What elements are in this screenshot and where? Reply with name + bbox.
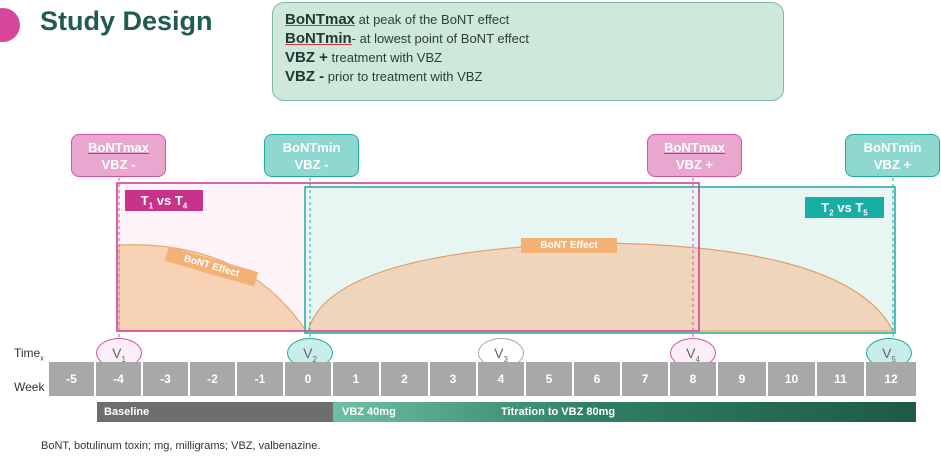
week-cell: 10 (768, 362, 817, 396)
week-cell: 5 (526, 362, 574, 396)
definition-text: - at lowest point of BoNT effect (351, 31, 529, 46)
definition-text: at peak of the BoNT effect (355, 12, 510, 27)
footnote: BoNT, botulinum toxin; mg, milligrams; V… (41, 440, 321, 452)
comparison-text: T (140, 193, 149, 208)
tag-line: VBZ - (101, 157, 136, 172)
comparison-sub: 4 (182, 201, 188, 211)
week-cell: 3 (430, 362, 478, 396)
visit-number: 3 (503, 354, 508, 364)
comparison-frame-pink (116, 182, 700, 332)
comparison-text: vs T (153, 193, 183, 208)
comparison-t2-vs-t5: T2 vs T5 (805, 197, 884, 218)
week-cell: -5 (49, 362, 96, 396)
visit-letter: V (494, 345, 504, 361)
baseline-phase-bar: Baseline (97, 402, 333, 422)
week-cell: 4 (478, 362, 526, 396)
week-cell: -2 (190, 362, 237, 396)
week-row-label: Week (14, 380, 45, 394)
comparison-sub: 5 (863, 208, 868, 218)
tag-line: VBZ + (675, 157, 714, 172)
definition-term: BoNTmax (285, 11, 356, 28)
titration-label: Titration to VBZ 80mg (501, 406, 616, 418)
week-cell: -1 (237, 362, 285, 396)
week-cell: -4 (96, 362, 143, 396)
visit-number: 1 (121, 354, 126, 364)
week-cell: 6 (574, 362, 622, 396)
visit-number: 5 (891, 354, 896, 364)
comparison-frame-teal (304, 186, 896, 334)
week-cell: 1 (333, 362, 381, 396)
tag-line: BoNTmax (88, 140, 149, 155)
comparison-text: T (821, 200, 830, 215)
definitions-box: BoNTmax at peak of the BoNT effect BoNTm… (272, 2, 784, 101)
comparison-text: vs T (833, 200, 864, 215)
visit-number: 4 (695, 354, 700, 364)
week-cell: 12 (866, 362, 916, 396)
visit-letter: V (882, 345, 892, 361)
visit-letter: V (686, 345, 696, 361)
definition-term: BoNTmin (285, 30, 352, 47)
week-cell: 7 (622, 362, 670, 396)
visit-letter: V (303, 345, 313, 361)
week-cell: 8 (670, 362, 718, 396)
visit-number: 2 (312, 354, 317, 364)
definition-vbz-plus: VBZ + treatment with VBZ (285, 48, 771, 67)
definition-text: treatment with VBZ (327, 50, 443, 65)
definition-bontmax: BoNTmax at peak of the BoNT effect (285, 10, 771, 29)
tag-line: BoNTmax (664, 140, 725, 155)
bont-effect-label: BoNT Effect (521, 238, 617, 253)
week-cell: 2 (381, 362, 430, 396)
tag-line: BoNTmin (282, 140, 341, 155)
time-label-sub: x (40, 355, 44, 363)
definition-term: VBZ - (285, 68, 325, 85)
comparison-sub: 2 (829, 208, 834, 218)
comparison-sub: 1 (148, 201, 154, 211)
tag-line: VBZ + (873, 157, 912, 172)
vbz-40mg-label: VBZ 40mg (342, 406, 396, 418)
visit-letter: V (112, 345, 122, 361)
definition-text: prior to treatment with VBZ (324, 69, 483, 84)
treatment-phase-bar: VBZ 40mg Titration to VBZ 80mg (333, 402, 916, 422)
time-row-label: Timex (14, 346, 44, 362)
title-accent-shape (0, 8, 20, 42)
week-cell: 0 (285, 362, 333, 396)
definition-vbz-minus: VBZ - prior to treatment with VBZ (285, 67, 771, 86)
time-label-text: Time (14, 346, 41, 360)
page-title: Study Design (40, 6, 213, 36)
week-cell: 9 (718, 362, 768, 396)
definition-bontmin: BoNTmin- at lowest point of BoNT effect (285, 29, 771, 48)
comparison-t1-vs-t4: T1 vs T4 (125, 190, 203, 211)
week-cell: -3 (143, 362, 190, 396)
tag-line: VBZ - (294, 157, 329, 172)
week-cell: 11 (817, 362, 866, 396)
definition-term: VBZ + (285, 49, 328, 66)
tag-line: BoNTmin (863, 140, 922, 155)
